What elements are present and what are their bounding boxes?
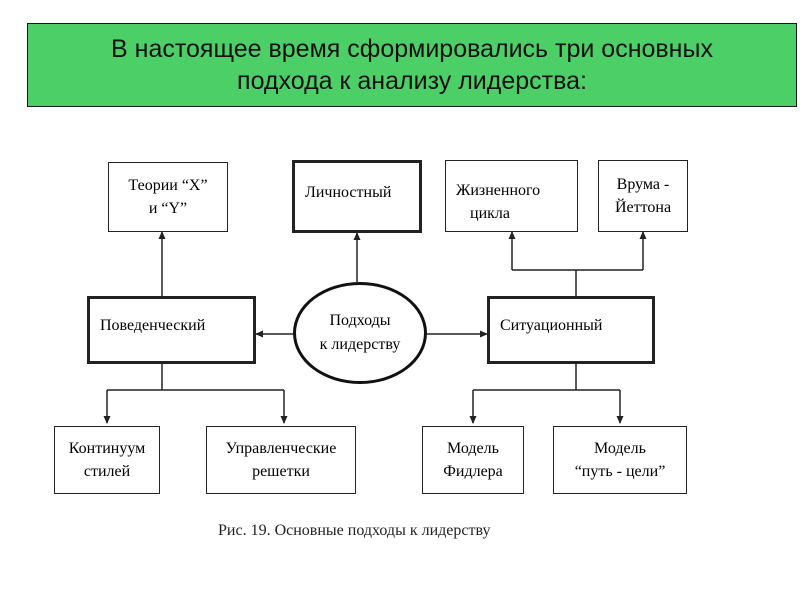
box-theories-xy: Теории “X” и “Y”	[108, 162, 228, 232]
box-continuum: Континуум стилей	[54, 426, 160, 494]
box-fiedler: Модель Фидлера	[422, 426, 524, 494]
title-line-2: подхода к анализу лидерства:	[237, 67, 587, 95]
center-ellipse: Подходы к лидерству	[293, 282, 427, 384]
title-line-1: В настоящее время сформировались три осн…	[111, 34, 713, 63]
box-life-cycle: Жизненного цикла	[445, 160, 578, 232]
box-personal: Личностный	[292, 160, 422, 233]
box-path-goal: Модель “путь - цели”	[553, 426, 687, 494]
box-behavioral: Поведенческий	[87, 296, 256, 364]
title-banner: В настоящее время сформировались три осн…	[27, 23, 797, 107]
box-managerial-grid: Управленческие решетки	[206, 426, 356, 494]
box-situational: Ситуационный	[487, 296, 655, 364]
figure-caption: Рис. 19. Основные подходы к лидерству	[218, 522, 491, 539]
box-vroom-yetton: Врума - Йеттона	[598, 160, 688, 232]
